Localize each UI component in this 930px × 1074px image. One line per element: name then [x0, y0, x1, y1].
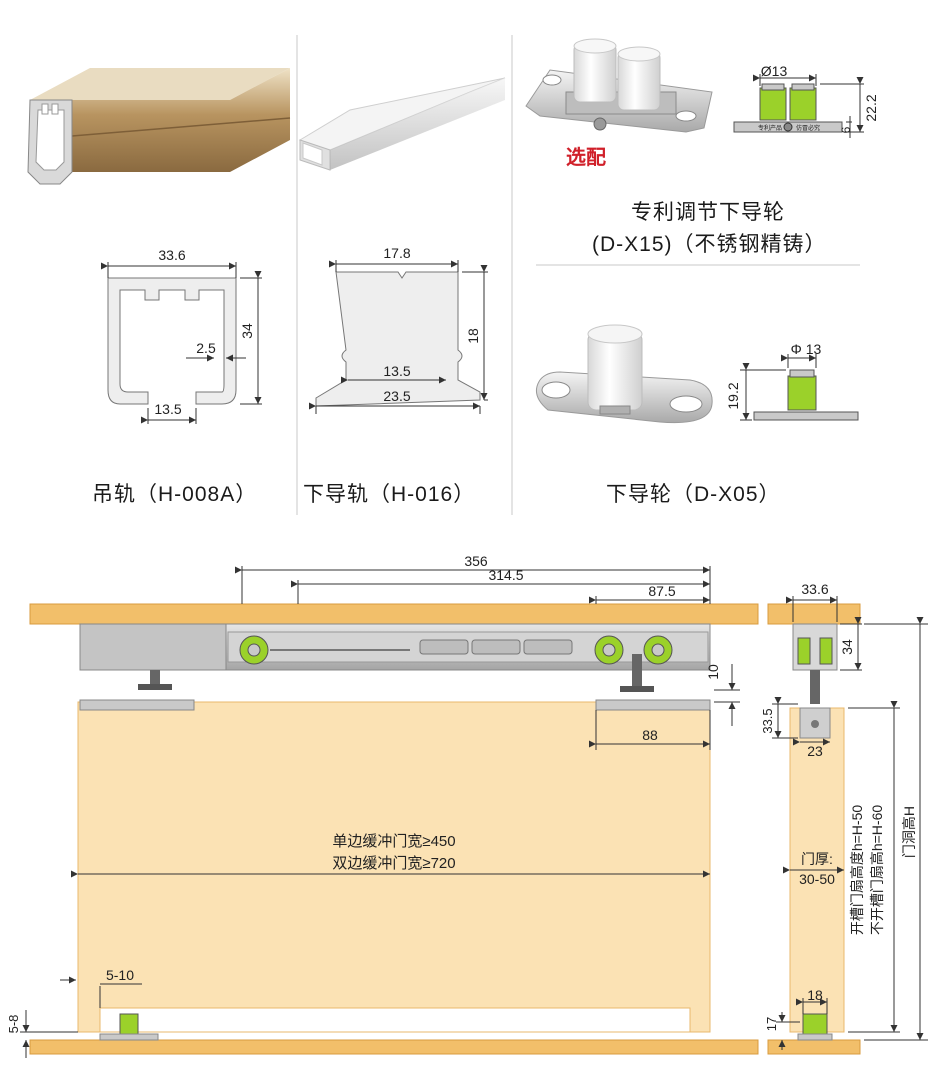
dim-rail-slot: 2.5	[196, 340, 216, 356]
dim-rail-width-side: 33.6	[801, 581, 828, 597]
plate-text-right: 仿冒必究	[796, 124, 820, 132]
dim-lower-rail-outer: 23.5	[383, 388, 410, 404]
note-unslotted-height: 不开槽门扇高h=H-60	[869, 805, 885, 936]
dim-side-offset: 5-10	[106, 967, 134, 983]
dim-rail-height: 34	[239, 323, 255, 339]
dim-guide-base: 6	[839, 126, 853, 133]
floor-guide	[119, 1013, 139, 1035]
dim-rail-height-side: 34	[839, 639, 855, 655]
dim-lower-guide-diameter: Φ 13	[791, 341, 822, 357]
hanger-bolt	[138, 654, 654, 692]
dim-lower-guide-height: 19.2	[725, 382, 741, 409]
hanging-rail-profile	[101, 262, 262, 424]
lower-rail-profile	[309, 260, 488, 414]
dim-stopper: 88	[642, 727, 658, 743]
dim-total: 356	[464, 553, 488, 569]
floor-beam	[29, 1039, 759, 1055]
lower-rail-name: 下导轨（H-016）	[303, 483, 476, 506]
top-fitting	[79, 699, 195, 711]
bottom-groove	[99, 1007, 691, 1033]
dim-rail-opening: 13.5	[154, 401, 181, 417]
hanging-rail-name: 吊轨（H-008A）	[92, 483, 258, 506]
dim-short: 87.5	[648, 583, 675, 599]
adjustable-guide-photo	[525, 38, 713, 133]
dim-hanger-width: 23	[807, 743, 823, 759]
assembly-drawing: 356 314.5 87.5 10 88 单边缓冲门宽≥450 双边缓冲门宽≥7…	[6, 553, 928, 1058]
rail-end-cap	[79, 623, 227, 671]
lower-guide-name: 下导轮（D-X05）	[606, 483, 781, 506]
hanging-rail-photo	[27, 68, 291, 185]
lower-rail-photo	[298, 77, 506, 171]
note-slotted-height: 开槽门扇高度h=H-50	[849, 805, 865, 936]
ceiling-beam	[29, 603, 759, 625]
door-thickness-label: 门厚:	[801, 851, 833, 867]
adjustable-guide-name-1: 专利调节下导轮	[631, 201, 785, 224]
note-single-buffer: 单边缓冲门宽≥450	[332, 833, 455, 850]
dim-guide-height: 22.2	[863, 94, 879, 121]
dim-guide-width: 18	[807, 987, 823, 1003]
top-fitting	[595, 699, 711, 711]
roller-wheel	[594, 635, 624, 665]
dim-gap: 10	[705, 664, 721, 680]
adjustable-guide-drawing	[733, 74, 864, 138]
lower-guide-drawing	[740, 354, 859, 421]
dim-guide-diameter: Ø13	[761, 63, 788, 79]
roller-wheel	[643, 635, 673, 665]
dimension-lines	[20, 566, 928, 1058]
dim-guide-height: 17	[764, 1017, 779, 1031]
dim-lower-rail-width: 17.8	[383, 245, 410, 261]
dim-lower-rail-height: 18	[465, 328, 481, 344]
dim-mid: 314.5	[488, 567, 523, 583]
ceiling-beam-side	[767, 603, 861, 625]
door-thickness-value: 30-50	[799, 871, 835, 887]
roller-wheel	[239, 635, 269, 665]
plate-text-left: 专利产品	[758, 124, 782, 132]
dim-bottom-gap: 5-8	[6, 1015, 21, 1034]
note-opening-height: 门洞高H	[901, 806, 917, 858]
door-panel	[77, 701, 711, 1033]
optional-tag: 选配	[566, 146, 606, 169]
lower-guide-photo	[535, 324, 713, 424]
dim-lower-rail-inner: 13.5	[383, 363, 410, 379]
note-double-buffer: 双边缓冲门宽≥720	[332, 855, 455, 872]
adjustable-guide-name-2: (D-X15)（不锈钢精铸）	[592, 233, 827, 256]
dim-rail-width: 33.6	[158, 247, 185, 263]
dim-hanger-height: 33.5	[760, 708, 775, 733]
products-panel: 33.6 34 2.5 13.5 17.8 18 13.5 23.5	[27, 35, 879, 515]
